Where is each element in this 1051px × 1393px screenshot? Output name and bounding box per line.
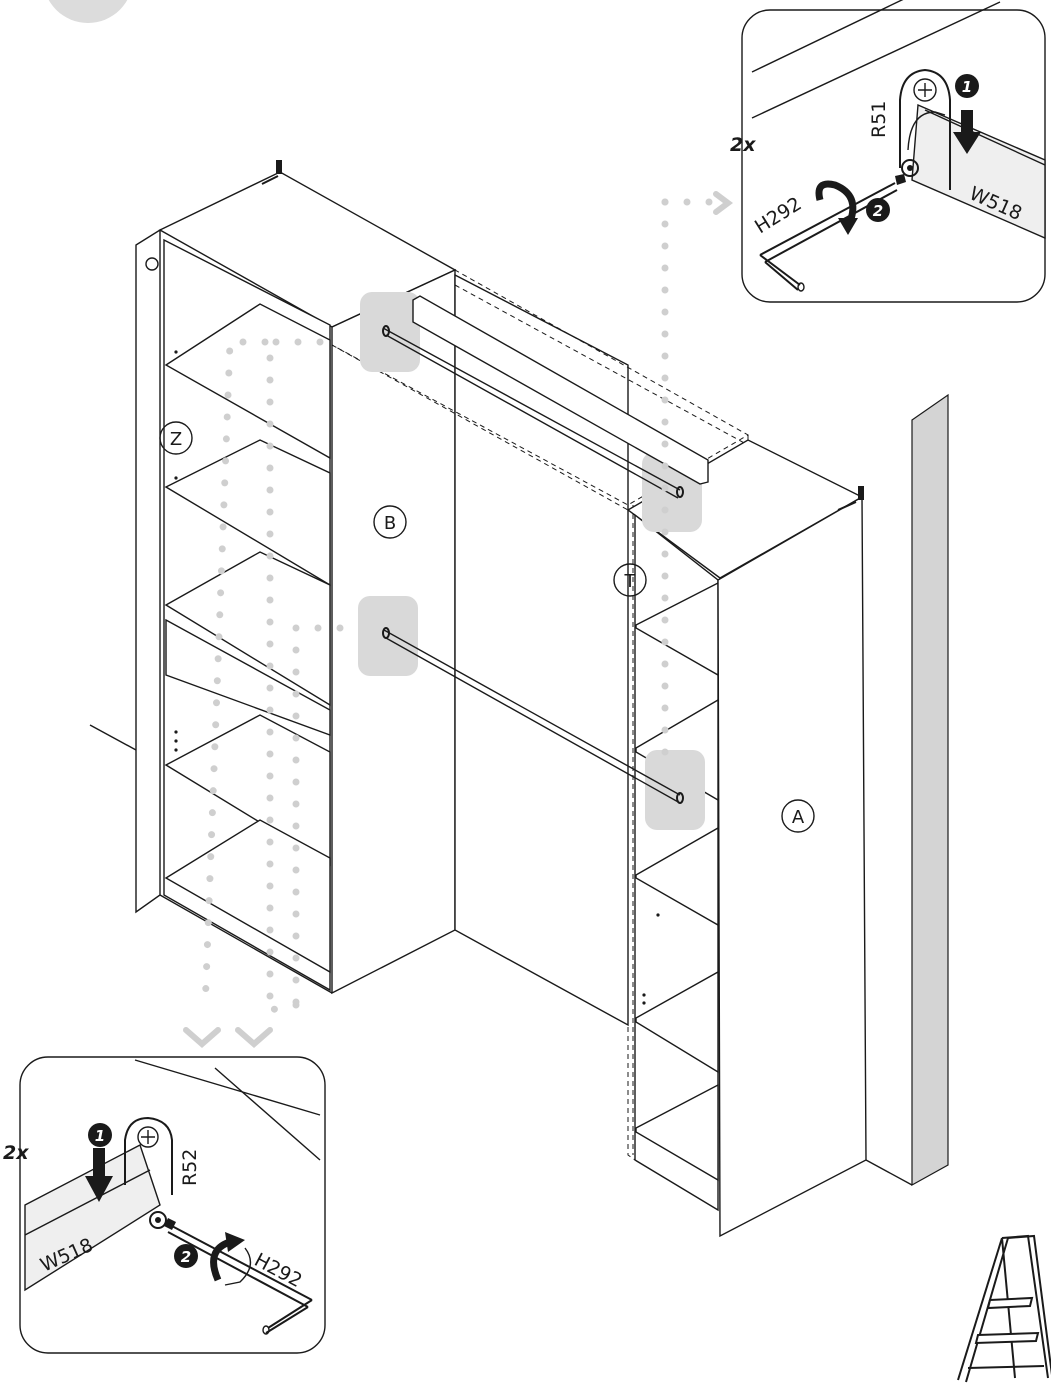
detail-top-tool-label: H292 — [751, 193, 806, 238]
step-badge-2-bottom — [174, 1244, 198, 1268]
right-wardrobe-unit — [626, 439, 867, 1238]
step-badge-1-bottom-text: 1 — [95, 1127, 105, 1145]
detail-box-bottom: 1 2 2x R52 W518 H292 — [3, 1056, 326, 1354]
part-label-z-text: Z — [170, 429, 182, 450]
down-arrow-icon — [953, 110, 981, 154]
wall — [865, 393, 949, 1187]
hex-key-top — [759, 174, 906, 292]
detail-top-bracket-label: R51 — [868, 101, 890, 138]
down-arrow-icon — [85, 1148, 113, 1202]
rotate-arrow-icon — [815, 180, 857, 224]
detail-bottom-tool-label: H292 — [251, 1249, 306, 1292]
step-badge-1-bottom — [88, 1123, 112, 1147]
highlight-rail-low-right — [645, 750, 705, 830]
middle-back-panel — [454, 273, 629, 1027]
step-badge-1-top — [955, 74, 979, 98]
dotted-guides — [183, 191, 733, 1048]
step-badge-2-top — [866, 198, 890, 222]
step-badge-2-bottom-text: 2 — [181, 1248, 191, 1266]
floor-line — [89, 724, 137, 751]
part-label-t: T — [613, 563, 647, 597]
detail-bottom-bracket-label: R52 — [179, 1149, 201, 1186]
left-wardrobe-unit — [135, 160, 457, 995]
detail-box-top: 1 2 2x R51 W518 H292 — [730, 0, 1046, 303]
rotate-arrow-icon — [210, 1238, 232, 1282]
lower-clothes-rail — [382, 627, 684, 804]
part-label-a-text: A — [792, 807, 805, 828]
part-label-a: A — [781, 799, 815, 833]
step-badge-corner — [48, 0, 128, 23]
dashed-top-outline — [331, 269, 750, 1161]
part-label-t-text: T — [624, 571, 637, 592]
part-label-z: Z — [159, 421, 193, 455]
detail-top-quantity: 2x — [730, 134, 756, 156]
step-badge-1-top-text: 1 — [962, 78, 972, 96]
top-clothes-rail — [382, 295, 709, 499]
hex-key-bottom — [164, 1218, 313, 1335]
part-label-b-text: B — [384, 513, 396, 534]
part-label-b: B — [373, 505, 407, 539]
step-badge-2-top-text: 2 — [873, 202, 883, 220]
stepladder-icon — [957, 1234, 1051, 1383]
detail-bottom-quantity: 2x — [3, 1142, 29, 1164]
